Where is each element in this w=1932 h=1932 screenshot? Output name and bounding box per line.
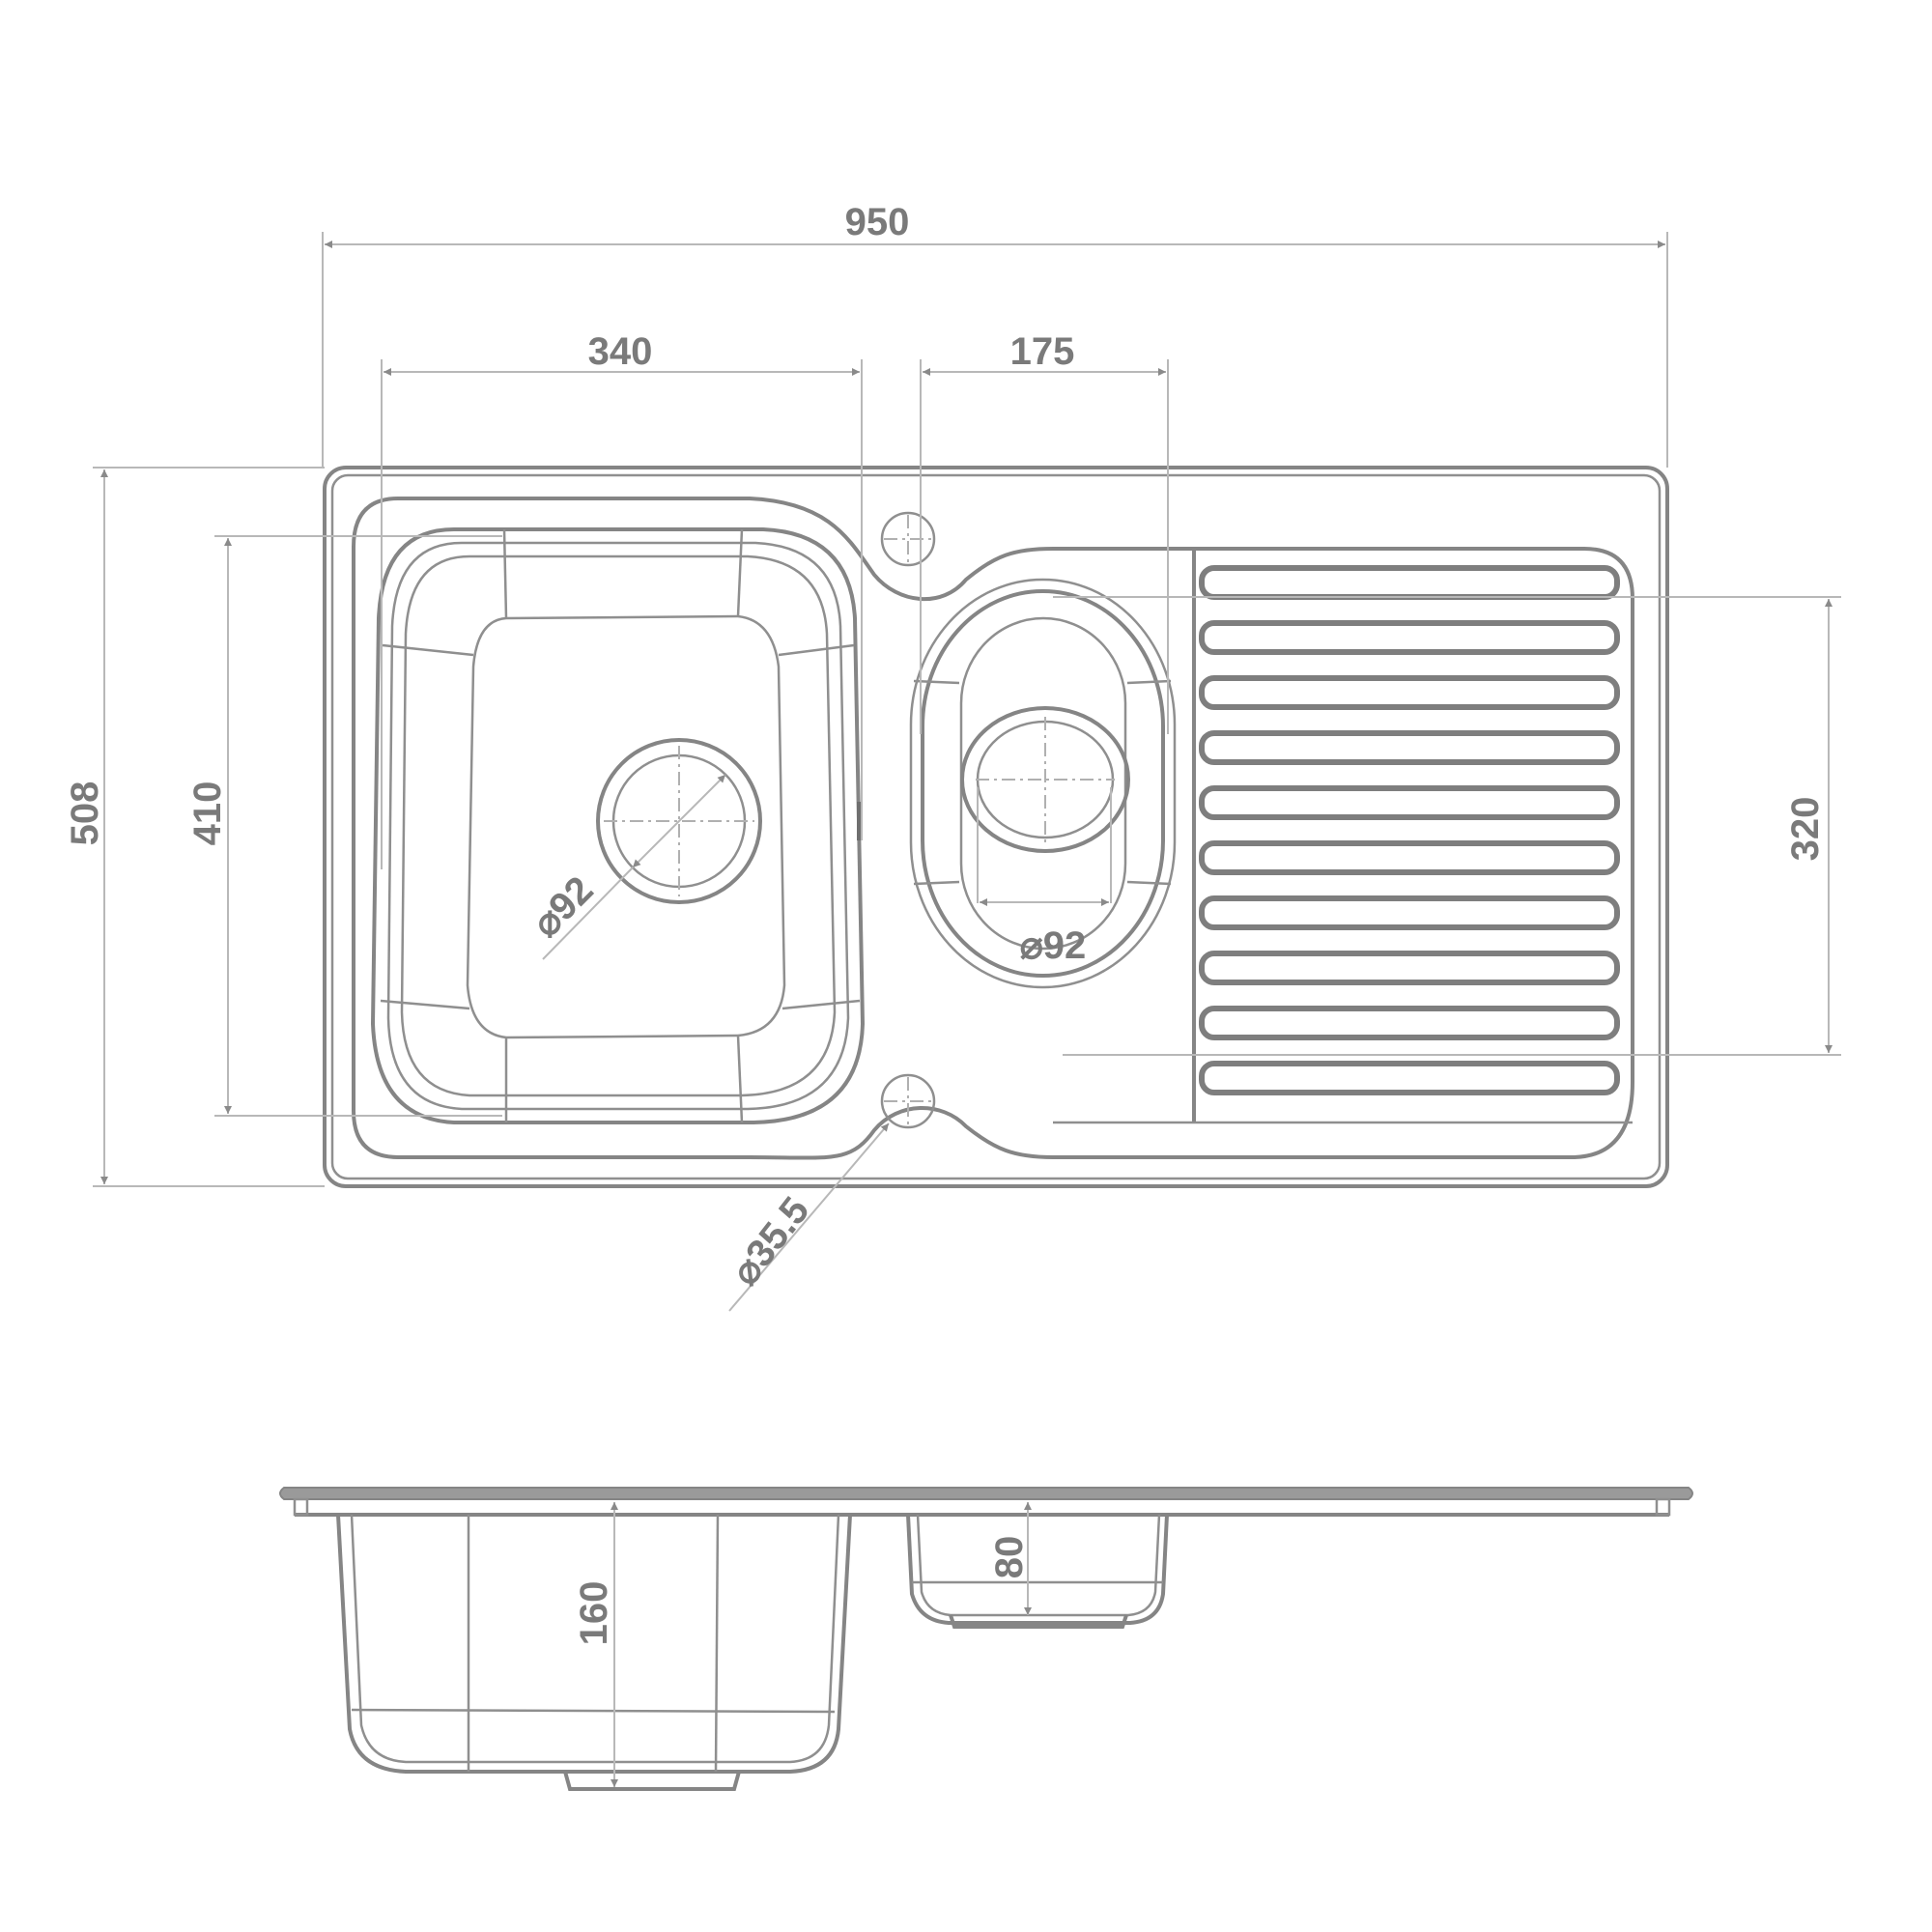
- label-half-waste-diameter: ⌀92: [1020, 924, 1087, 967]
- tap-hole-bottom: [728, 1073, 936, 1312]
- dimension-main-bowl-width: 340: [381, 330, 863, 869]
- label-175: 175: [1010, 330, 1075, 373]
- side-view: 160 80: [279, 1487, 1693, 1791]
- dimension-overall-depth: 508: [64, 467, 325, 1187]
- plan-view: 950 340 175 508 410: [64, 201, 1841, 1312]
- label-950: 950: [845, 201, 910, 243]
- label-410: 410: [186, 781, 229, 846]
- label-tap-hole-diameter: ⌀35.5: [724, 1189, 817, 1293]
- dimension-half-bowl-width: 175: [920, 330, 1169, 734]
- dimension-half-bowl-length: 320: [1053, 596, 1841, 1056]
- label-508: 508: [64, 781, 106, 846]
- drainer: [1053, 549, 1633, 1124]
- drainer-ribs: [1199, 565, 1620, 1095]
- dimension-overall-width: 950: [322, 201, 1668, 468]
- side-half-bowl: 80: [906, 1502, 1169, 1629]
- tap-hole-top: [880, 511, 936, 567]
- label-80: 80: [988, 1536, 1031, 1579]
- label-340: 340: [588, 330, 653, 373]
- sink-outer-frame-inner-edge: [330, 473, 1662, 1180]
- label-320: 320: [1784, 797, 1827, 862]
- label-main-waste-diameter: ⌀92: [525, 868, 602, 946]
- sink-outer-frame: [323, 466, 1669, 1188]
- half-bowl: [909, 578, 1177, 989]
- side-deck: [279, 1487, 1693, 1500]
- main-bowl-waste-outer: [596, 738, 762, 904]
- sink-inner-rim: [352, 497, 1634, 1160]
- side-main-bowl: 160: [336, 1502, 852, 1791]
- dimension-main-bowl-length: 410: [186, 535, 502, 1117]
- label-160: 160: [573, 1581, 615, 1646]
- half-bowl-waste-outer: [960, 706, 1130, 853]
- main-bowl: [370, 527, 866, 1124]
